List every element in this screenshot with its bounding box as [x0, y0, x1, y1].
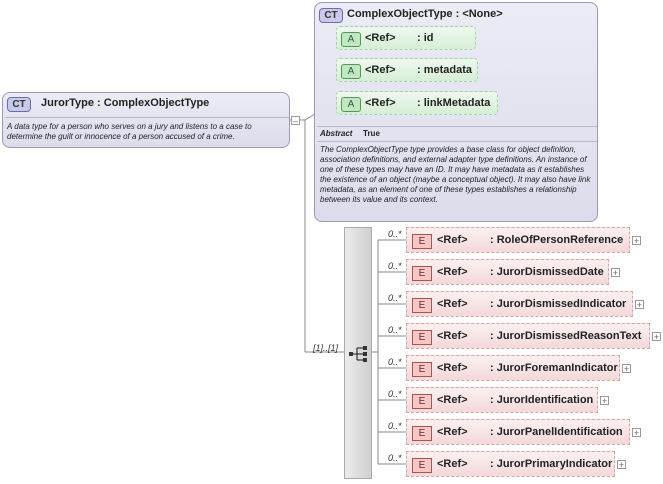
element-box[interactable]: E <Ref> : JurorDismissedReasonText: [406, 323, 650, 349]
attribute-id[interactable]: A <Ref> : id: [336, 26, 476, 50]
element-ref: <Ref>: [437, 458, 468, 470]
attribute-icon: A: [341, 97, 361, 112]
sequence-icon: [349, 346, 367, 362]
complex-object-type-description: The ComplexObjectType type provides a ba…: [320, 145, 591, 204]
juror-expand-icon[interactable]: –: [291, 116, 300, 126]
element-box[interactable]: E <Ref> : JurorForemanIndicator: [406, 355, 620, 381]
expand-icon[interactable]: +: [632, 428, 641, 438]
element-name: : JurorForemanIndicator: [490, 362, 618, 374]
attribute-link-metadata[interactable]: A <Ref> : linkMetadata: [336, 91, 498, 115]
expand-icon[interactable]: +: [617, 460, 626, 470]
element-icon: E: [412, 458, 432, 473]
element-box[interactable]: E <Ref> : JurorIdentification: [406, 387, 598, 413]
element-icon: E: [412, 298, 432, 313]
element-icon: E: [412, 234, 432, 249]
element-box[interactable]: E <Ref> : JurorPanelIdentification: [406, 419, 630, 445]
element-occurrence: 0..*: [388, 453, 402, 463]
element-ref: <Ref>: [437, 394, 468, 406]
element-occurrence: 0..*: [388, 389, 402, 399]
element-occurrence: 0..*: [388, 325, 402, 335]
element-occurrence: 0..*: [388, 293, 402, 303]
element-box[interactable]: E <Ref> : RoleOfPersonReference: [406, 227, 630, 253]
element-name: : JurorPanelIdentification: [490, 426, 623, 438]
element-icon: E: [412, 394, 432, 409]
element-ref: <Ref>: [437, 234, 468, 246]
element-ref: <Ref>: [437, 298, 468, 310]
attribute-ref: <Ref>: [365, 32, 396, 44]
element-name: : JurorDismissedIndicator: [490, 298, 627, 310]
attribute-name: : metadata: [417, 64, 473, 76]
expand-icon[interactable]: +: [652, 332, 661, 342]
element-icon: E: [412, 266, 432, 281]
element-name: : JurorDismissedReasonText: [490, 330, 642, 342]
expand-icon[interactable]: +: [632, 236, 641, 246]
abstract-label: Abstract: [320, 129, 353, 138]
sequence-compositor[interactable]: [344, 227, 372, 479]
complex-object-type-title: ComplexObjectType : <None>: [347, 8, 503, 20]
complex-type-icon: CT: [319, 8, 343, 23]
element-icon: E: [412, 362, 432, 377]
complex-type-icon: CT: [7, 97, 31, 112]
element-box[interactable]: E <Ref> : JurorDismissedDate: [406, 259, 609, 285]
expand-icon[interactable]: +: [611, 268, 620, 278]
element-icon: E: [412, 426, 432, 441]
attribute-metadata[interactable]: A <Ref> : metadata: [336, 58, 478, 82]
juror-type-title: JurorType : ComplexObjectType: [41, 97, 210, 109]
sequence-cardinality: [1]..[1]: [313, 343, 339, 353]
attribute-icon: A: [341, 64, 361, 79]
element-ref: <Ref>: [437, 426, 468, 438]
element-ref: <Ref>: [437, 330, 468, 342]
attribute-name: : id: [417, 32, 434, 44]
abstract-value: True: [363, 129, 380, 138]
element-occurrence: 0..*: [388, 357, 402, 367]
element-box[interactable]: E <Ref> : JurorPrimaryIndicator: [406, 451, 615, 477]
divider: [5, 117, 289, 118]
attribute-ref: <Ref>: [365, 64, 396, 76]
element-occurrence: 0..*: [388, 229, 402, 239]
attribute-ref: <Ref>: [365, 97, 396, 109]
expand-icon[interactable]: +: [600, 396, 609, 406]
element-ref: <Ref>: [437, 362, 468, 374]
element-name: : RoleOfPersonReference: [490, 234, 624, 246]
element-name: : JurorDismissedDate: [490, 266, 604, 278]
element-box[interactable]: E <Ref> : JurorDismissedIndicator: [406, 291, 633, 317]
expand-icon[interactable]: +: [635, 300, 644, 310]
divider: [317, 141, 597, 142]
divider: [317, 126, 597, 127]
element-ref: <Ref>: [437, 266, 468, 278]
element-occurrence: 0..*: [388, 421, 402, 431]
element-name: : JurorIdentification: [490, 394, 594, 406]
element-icon: E: [412, 330, 432, 345]
element-name: : JurorPrimaryIndicator: [490, 458, 613, 470]
element-occurrence: 0..*: [388, 261, 402, 271]
attribute-name: : linkMetadata: [417, 97, 491, 109]
expand-icon[interactable]: +: [622, 364, 631, 374]
juror-type-box[interactable]: CT JurorType : ComplexObjectType A data …: [2, 92, 290, 148]
juror-type-description: A data type for a person who serves on a…: [7, 122, 252, 141]
attribute-icon: A: [341, 32, 361, 47]
